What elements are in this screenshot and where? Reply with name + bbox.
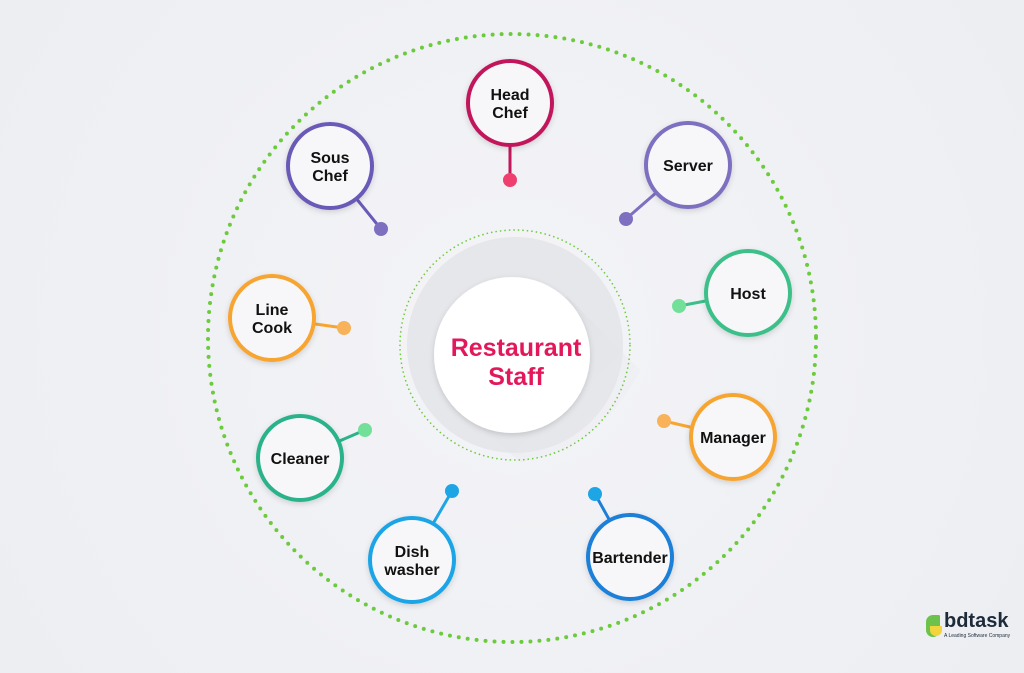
node-label: washer	[383, 562, 439, 579]
node-circle	[704, 249, 792, 337]
node-label: Manager	[700, 430, 766, 447]
node-label: Server	[663, 158, 713, 175]
node-server: Server	[619, 121, 732, 226]
node-cleaner: Cleaner	[256, 414, 372, 502]
node-label: Chef	[492, 105, 528, 122]
center-title-line1: Restaurant	[451, 334, 582, 362]
node-circle	[256, 414, 344, 502]
connector-dot	[337, 321, 351, 335]
node-label: Chef	[312, 168, 348, 185]
node-circle	[689, 393, 777, 481]
node-circle	[286, 122, 374, 210]
node-circle	[586, 513, 674, 601]
node-manager: Manager	[657, 393, 777, 481]
leaf-accent-icon	[930, 626, 942, 636]
node-bartender: Bartender	[586, 487, 674, 601]
connector-dot	[588, 487, 602, 501]
connector-dot	[503, 173, 517, 187]
node-label: Line	[256, 302, 289, 319]
connector-dot	[672, 299, 686, 313]
node-circle	[368, 516, 456, 604]
bdtask-logo: bdtask A Leading Software Company	[924, 610, 1014, 642]
node-label: Sous	[310, 150, 349, 167]
center-circle	[434, 277, 590, 433]
connector-dot	[657, 414, 671, 428]
connector-dot	[374, 222, 388, 236]
node-label: Host	[730, 286, 766, 303]
node-label: Cleaner	[271, 451, 330, 468]
node-label: Cook	[252, 320, 292, 337]
connector-dot	[358, 423, 372, 437]
logo-tagline: A Leading Software Company	[944, 633, 1011, 639]
outer-dotted-ring	[206, 32, 818, 644]
center-title-line2: Staff	[488, 363, 544, 391]
node-circle	[228, 274, 316, 362]
node-label: Dish	[395, 544, 430, 561]
logo-name: bdtask	[944, 610, 1009, 632]
connector-dot	[619, 212, 633, 226]
node-label: Head	[490, 87, 529, 104]
inner-dotted-ring	[399, 229, 631, 461]
node-label: Bartender	[592, 550, 668, 567]
connector-dot	[445, 484, 459, 498]
node-host: Host	[672, 249, 792, 337]
node-circle	[466, 59, 554, 147]
node-circle	[644, 121, 732, 209]
